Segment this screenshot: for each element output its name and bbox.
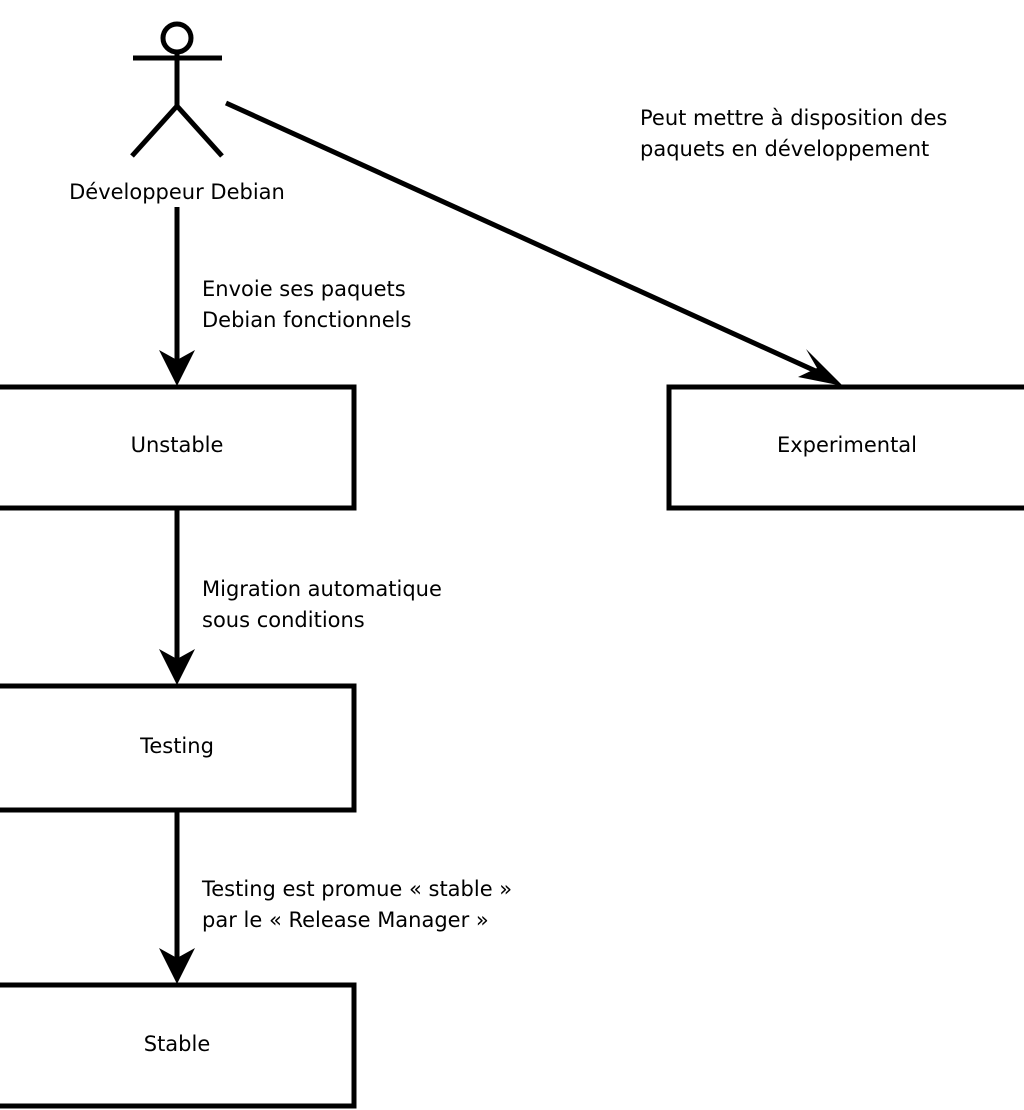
- node-stable-label: Stable: [144, 1032, 211, 1056]
- node-stable[interactable]: Stable: [0, 982, 357, 1109]
- edge-dev-to-experimental-line: [224, 100, 822, 376]
- edge-dev-to-unstable-arrowhead: [159, 350, 195, 386]
- actor-developpeur-debian[interactable]: Développeur Debian: [69, 21, 285, 204]
- edge-unstable-to-testing-label-line2: sous conditions: [202, 608, 365, 632]
- edge-dev-to-unstable-label-line2: Debian fonctionnels: [202, 308, 411, 332]
- edge-testing-to-stable-arrowhead: [159, 948, 195, 984]
- edge-unstable-to-testing-arrowhead: [159, 649, 195, 685]
- edge-testing-to-stable-label-line1: Testing est promue « stable »: [201, 877, 512, 901]
- actor-right-leg-icon: [175, 104, 224, 158]
- node-unstable[interactable]: Unstable: [0, 384, 357, 511]
- node-testing[interactable]: Testing: [0, 683, 357, 813]
- edge-dev-to-experimental-label-line2: paquets en développement: [640, 137, 929, 161]
- edge-dev-to-unstable: Envoie ses paquets Debian fonctionnels: [159, 207, 411, 386]
- edge-dev-to-experimental: Peut mettre à disposition des paquets en…: [224, 100, 947, 386]
- node-experimental-label: Experimental: [777, 433, 917, 457]
- node-unstable-box: [0, 384, 357, 511]
- node-experimental[interactable]: Experimental: [666, 384, 1024, 511]
- edge-dev-to-experimental-label-line1: Peut mettre à disposition des: [640, 106, 947, 130]
- edge-unstable-to-testing-label-line1: Migration automatique: [202, 577, 442, 601]
- actor-head-icon: [160, 21, 194, 55]
- edge-unstable-to-testing: Migration automatique sous conditions: [159, 508, 442, 685]
- actor-label: Développeur Debian: [69, 180, 285, 204]
- edge-dev-to-unstable-label-line1: Envoie ses paquets: [202, 277, 406, 301]
- edge-testing-to-stable: Testing est promue « stable » par le « R…: [159, 810, 512, 984]
- node-unstable-label: Unstable: [131, 433, 224, 457]
- node-testing-label: Testing: [139, 734, 214, 758]
- node-experimental-box: [666, 384, 1024, 511]
- node-testing-box: [0, 683, 357, 813]
- actor-left-leg-icon: [130, 104, 179, 158]
- edge-dev-to-experimental-arrowhead: [798, 349, 843, 386]
- edge-testing-to-stable-label-line2: par le « Release Manager »: [202, 908, 489, 932]
- node-stable-box: [0, 982, 357, 1109]
